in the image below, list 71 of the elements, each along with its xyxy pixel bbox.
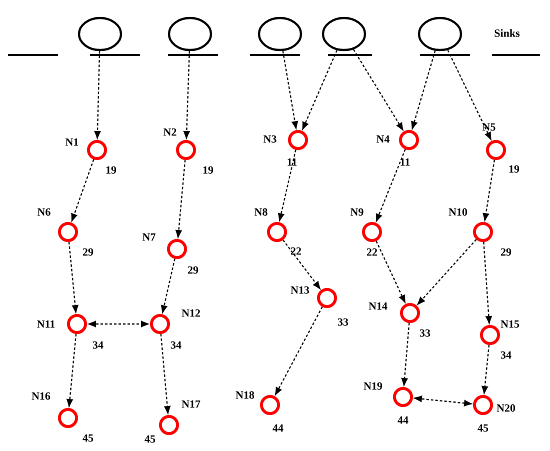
node-name: N7 xyxy=(142,233,156,241)
node-name: N19 xyxy=(364,382,382,390)
arrow xyxy=(282,50,298,130)
arrow xyxy=(160,258,176,314)
node-name: N11 xyxy=(37,320,55,328)
weight-label: 29 xyxy=(188,266,198,274)
arrow xyxy=(68,242,79,314)
arrow xyxy=(482,160,496,222)
node-name: N3 xyxy=(263,135,276,143)
node-name: N12 xyxy=(182,309,200,317)
sink-ellipse xyxy=(322,16,366,52)
weight-label: 22 xyxy=(366,248,378,256)
weight-label: 34 xyxy=(92,341,104,349)
arrow xyxy=(87,320,150,328)
node-name: N18 xyxy=(236,391,254,399)
arrow xyxy=(94,51,101,140)
arrow xyxy=(183,51,190,140)
sink-ellipse xyxy=(78,16,122,52)
node-name: N5 xyxy=(482,123,496,131)
node-name: N8 xyxy=(254,208,268,216)
sink-ellipse xyxy=(168,16,212,52)
node-name: N2 xyxy=(163,128,176,136)
arrow xyxy=(352,49,404,132)
weight-label: 11 xyxy=(400,158,410,166)
node-name: N13 xyxy=(290,286,310,294)
arrow xyxy=(66,334,77,408)
node-name: N20 xyxy=(496,404,516,412)
weight-label: 45 xyxy=(144,435,156,443)
arrow xyxy=(274,306,323,396)
node-name: N17 xyxy=(182,400,200,408)
arrow xyxy=(376,149,406,223)
node-name: N1 xyxy=(65,138,78,146)
weight-label: 33 xyxy=(420,329,430,337)
weight-label: 44 xyxy=(272,424,284,432)
weight-label: 34 xyxy=(170,341,182,349)
node-name: N15 xyxy=(500,320,520,328)
weight-label: 45 xyxy=(82,434,94,442)
arrow xyxy=(401,322,410,388)
arrow xyxy=(282,240,321,290)
node-name: N9 xyxy=(350,208,364,216)
weight-label: 19 xyxy=(509,165,520,173)
arrow xyxy=(447,50,492,141)
weight-label: 45 xyxy=(478,424,488,432)
arrow xyxy=(481,344,490,396)
weight-label: 29 xyxy=(500,248,512,256)
node-name: N16 xyxy=(32,392,50,400)
node-name: N14 xyxy=(368,302,388,310)
arrow xyxy=(410,50,436,130)
node-name: N6 xyxy=(37,208,50,216)
weight-label: 33 xyxy=(338,318,348,326)
weight-label: 22 xyxy=(290,247,302,255)
arrow xyxy=(302,50,338,131)
arrow xyxy=(376,240,406,304)
sinks-label: Sinks xyxy=(494,29,520,37)
weight-label: 11 xyxy=(288,158,297,166)
arrow xyxy=(412,395,474,407)
weight-label: 44 xyxy=(398,416,408,424)
arrow xyxy=(160,334,171,416)
arrow xyxy=(483,242,492,326)
weight-label: 29 xyxy=(82,248,94,256)
sink-ellipse xyxy=(418,16,462,52)
sink-ellipse xyxy=(258,16,302,52)
weight-label: 34 xyxy=(500,351,512,359)
arrow xyxy=(71,159,94,223)
arrow xyxy=(175,160,186,240)
arrow xyxy=(278,150,296,222)
weight-label: 19 xyxy=(203,166,214,174)
arrow xyxy=(416,239,477,306)
node-name: N10 xyxy=(448,208,468,216)
weight-label: 19 xyxy=(106,166,116,174)
node-name: N4 xyxy=(376,135,390,143)
